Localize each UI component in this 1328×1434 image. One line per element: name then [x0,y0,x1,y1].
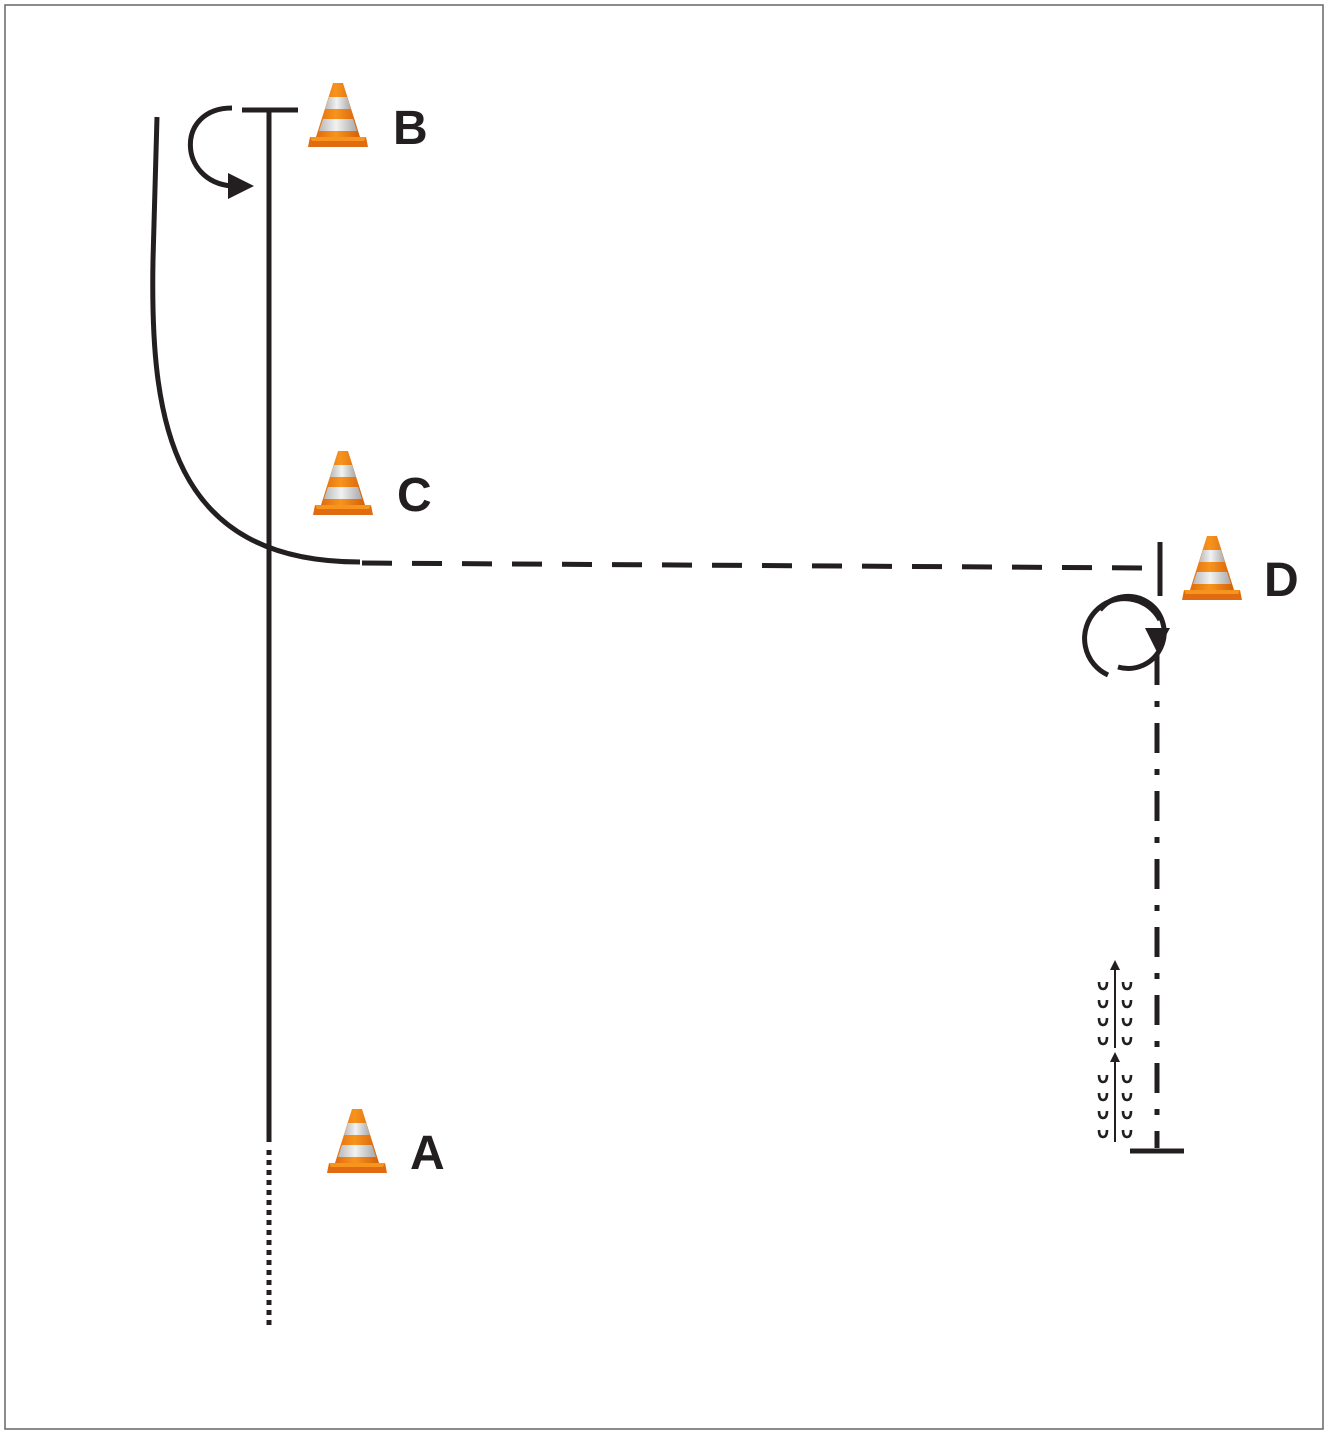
traffic-cone-icon [308,83,368,147]
traffic-cone-icon [327,1109,387,1173]
shuffle-dashed-path [361,560,1151,571]
footprint [1097,1109,1109,1120]
traffic-cone-icon [1182,536,1242,600]
traffic-cone-icon [313,451,373,515]
cone-label-b: B [393,102,428,155]
footsteps-arrow-head [1110,1052,1120,1062]
footprint [1121,1128,1133,1139]
spin-circle-icon [1082,593,1170,678]
diagram-frame [4,4,1324,1430]
footprint [1121,1016,1133,1027]
footsteps-icon [1097,960,1133,1142]
turn-arrow-icon [187,105,254,199]
footsteps-arrow-head [1110,960,1120,970]
cone-a: A [327,1109,445,1180]
cone-c: C [313,451,432,522]
cone-label-a: A [410,1127,445,1180]
cone-label-d: D [1264,554,1299,607]
footprint [1097,1016,1109,1027]
footprint [1121,1035,1133,1046]
footprint [1097,980,1109,991]
footprint [1121,1091,1133,1102]
footprint [1097,1035,1109,1046]
footprint [1121,1109,1133,1120]
cone-label-c: C [397,469,432,522]
footprint [1121,980,1133,991]
footprint [1097,1073,1109,1084]
curved-return-path [150,116,361,565]
cone-b: B [308,83,428,155]
footprint [1121,998,1133,1009]
cone-d: D [1182,536,1299,607]
footprint [1097,1128,1109,1139]
footprint [1121,1073,1133,1084]
footprint [1097,998,1109,1009]
footprint [1097,1091,1109,1102]
